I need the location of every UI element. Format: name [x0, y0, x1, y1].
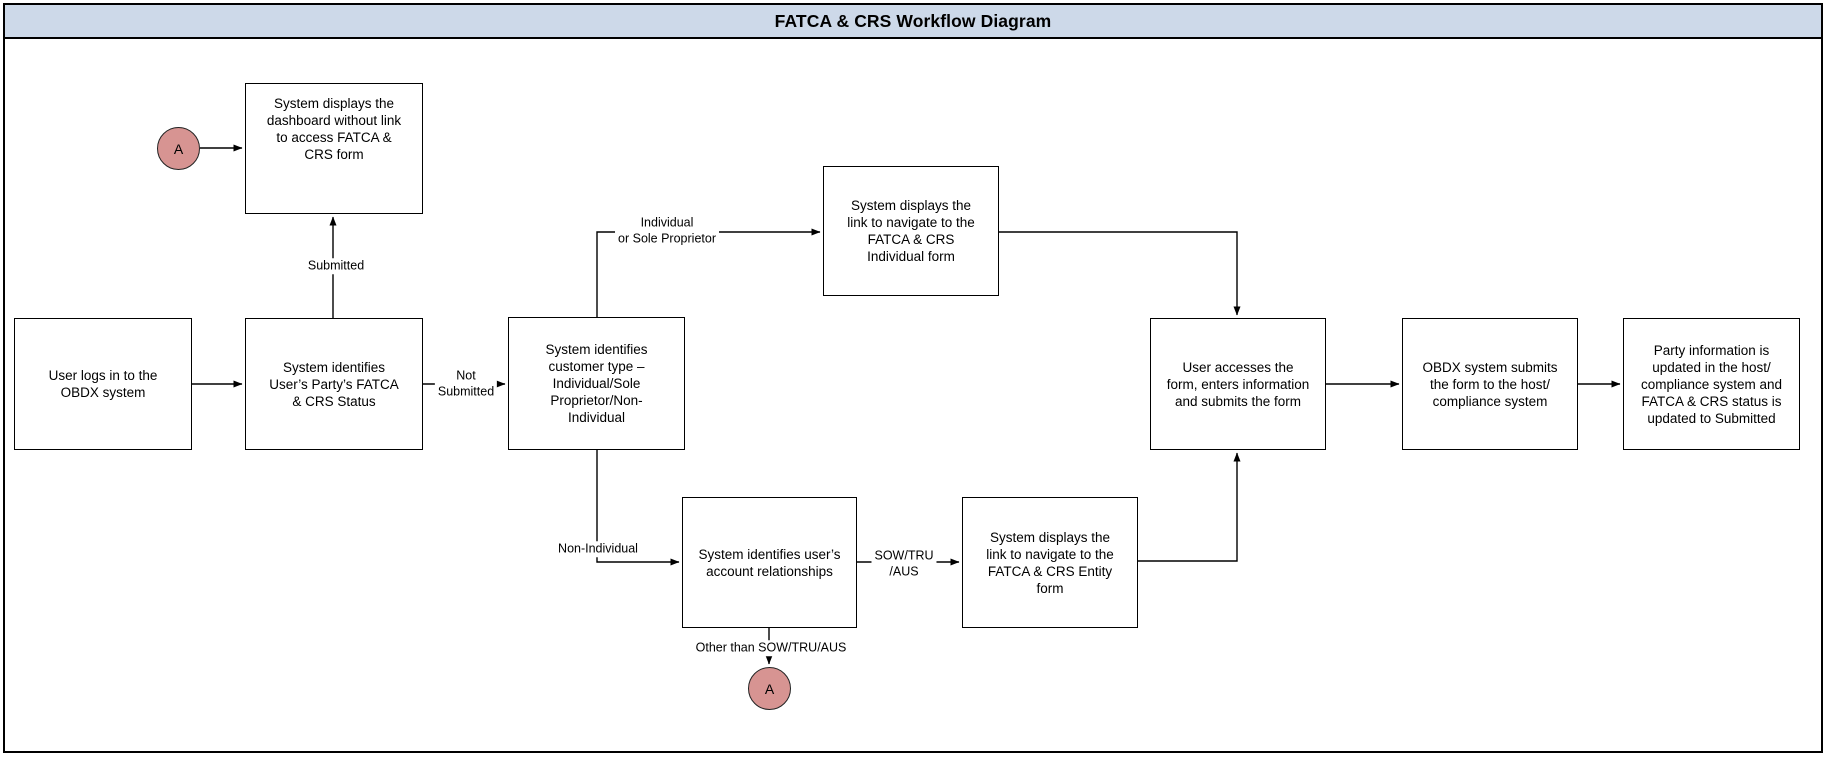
node-dashboard-no-link: System displays the dashboard without li…	[245, 83, 423, 214]
edge-label-non-individual: Non-Individual	[555, 541, 641, 557]
connector-circle-a-top: A	[157, 127, 200, 170]
title-bar: FATCA & CRS Workflow Diagram	[3, 3, 1823, 39]
connector-circle-a-bottom: A	[748, 667, 791, 710]
node-obdx-submits: OBDX system submits the form to the host…	[1402, 318, 1578, 450]
edge-label-individual-or-sole-proprietor: Individual or Sole Proprietor	[615, 215, 719, 247]
node-individual-form-link: System displays the link to navigate to …	[823, 166, 999, 296]
node-user-submits-form: User accesses the form, enters informati…	[1150, 318, 1326, 450]
edge-label-not-submitted: Not Submitted	[434, 368, 498, 400]
node-identify-customer-type: System identifies customer type – Indivi…	[508, 317, 685, 450]
edge-label-sow-tru-aus: SOW/TRU /AUS	[871, 548, 937, 580]
node-party-info-updated: Party information is updated in the host…	[1623, 318, 1800, 450]
node-account-relationships: System identifies user’s account relatio…	[682, 497, 857, 628]
node-identify-status: System identifies User’s Party’s FATCA &…	[245, 318, 423, 450]
node-user-login: User logs in to the OBDX system	[14, 318, 192, 450]
edge-label-other-than-sow-tru-aus: Other than SOW/TRU/AUS	[692, 640, 850, 656]
diagram-title: FATCA & CRS Workflow Diagram	[774, 10, 1052, 31]
node-entity-form-link: System displays the link to navigate to …	[962, 497, 1138, 628]
edge-label-submitted: Submitted	[304, 258, 368, 274]
